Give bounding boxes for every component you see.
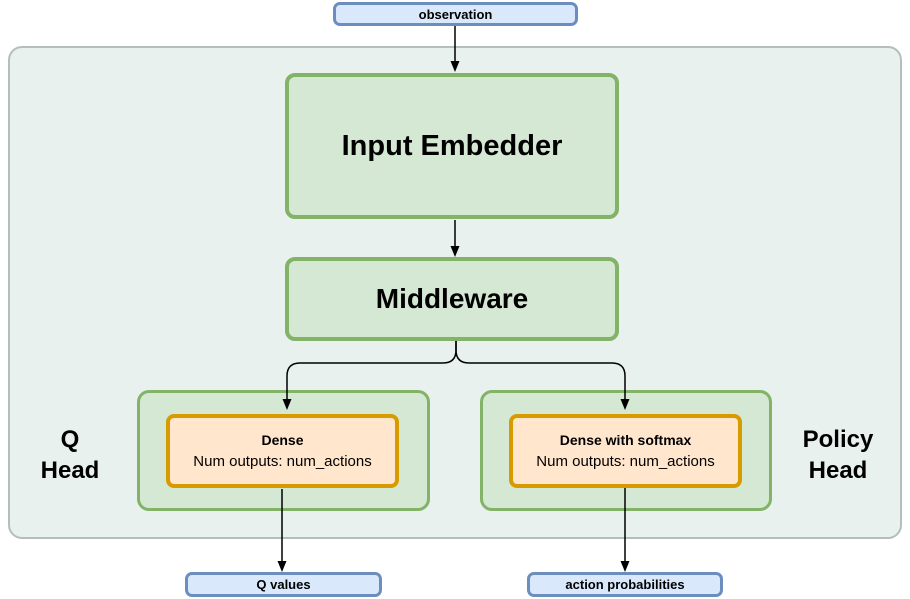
policy-head-label-line1: Policy: [802, 426, 874, 453]
action-probabilities-node: action probabilities: [527, 572, 723, 597]
arrowhead-q-dense-to-q-values: [277, 561, 287, 572]
observation-label: observation: [418, 6, 493, 22]
q-head-label-line1: Q: [60, 426, 80, 453]
input-embedder-node: Input Embedder: [285, 73, 619, 219]
action-probabilities-label: action probabilities: [565, 577, 685, 592]
arrowhead-policy-dense-to-action-prob: [620, 561, 630, 572]
policy-dense-node: Dense with softmax Num outputs: num_acti…: [509, 414, 742, 488]
policy-head-label-line2: Head: [808, 457, 868, 484]
q-dense-node: Dense Num outputs: num_actions: [166, 414, 399, 488]
q-dense-title: Dense: [261, 432, 304, 448]
observation-node: observation: [333, 2, 578, 26]
q-values-label: Q values: [256, 577, 311, 592]
middleware-node: Middleware: [285, 257, 619, 341]
q-head-label-line2: Head: [40, 457, 100, 484]
q-values-node: Q values: [185, 572, 382, 597]
q-dense-subtitle: Num outputs: num_actions: [193, 453, 372, 470]
middleware-label: Middleware: [375, 283, 529, 314]
q-head-label: Q Head: [15, 424, 125, 486]
input-embedder-label: Input Embedder: [341, 129, 563, 162]
policy-dense-subtitle: Num outputs: num_actions: [536, 453, 715, 470]
policy-head-label: Policy Head: [783, 424, 893, 486]
policy-dense-title: Dense with softmax: [559, 432, 692, 448]
